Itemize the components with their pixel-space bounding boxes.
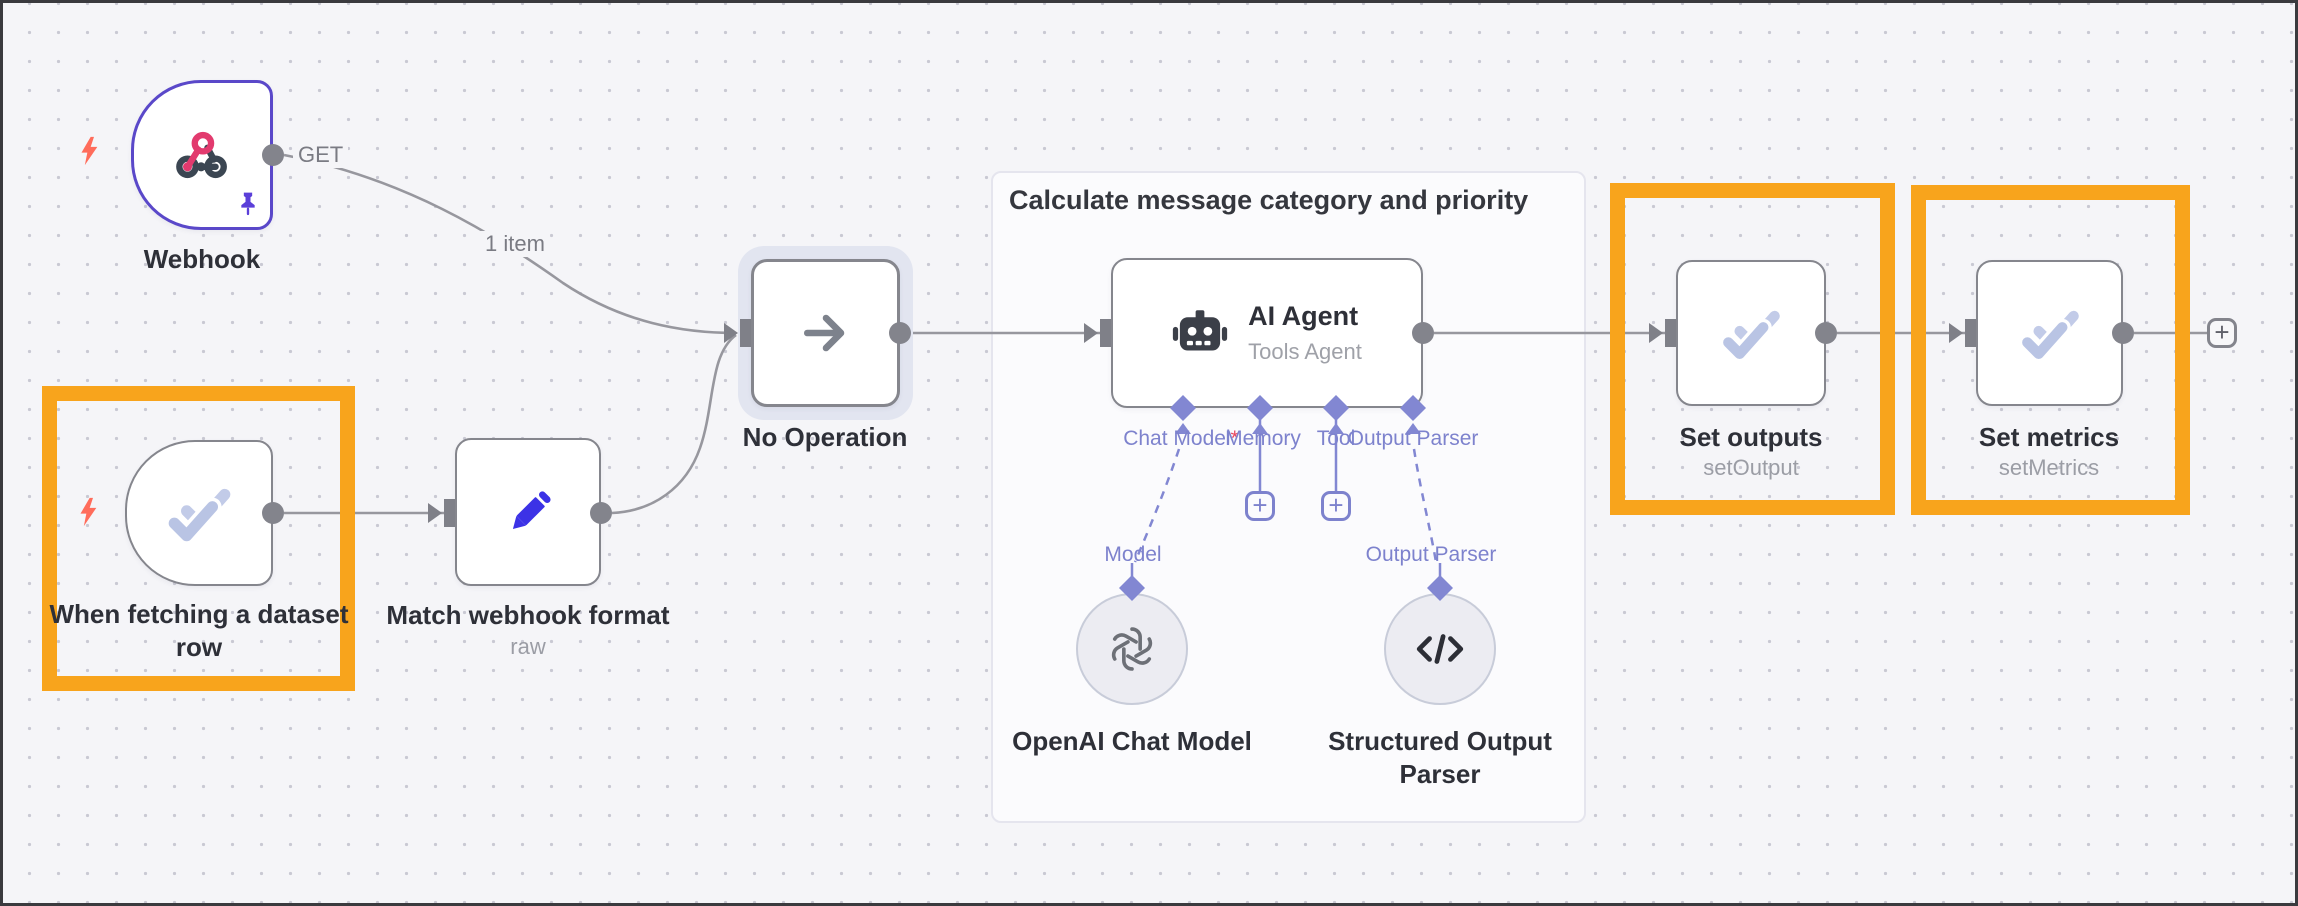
set-metrics-node-label: Set metrics [1978,422,2120,452]
group-title: Calculate message category and priority [1009,185,1529,215]
openai-logo-icon [1108,627,1156,671]
wire-webhook-to-noop[interactable] [283,153,737,335]
set-metrics-node-subtitle: setMetrics [1998,455,2100,480]
openai-node-label: OpenAI Chat Model [1012,726,1252,756]
robot-icon [1173,310,1228,351]
node-structured-output-parser[interactable] [1384,593,1496,705]
plus-icon: + [1328,490,1344,520]
port-label-chat-model: Chat Model* [1123,427,1239,450]
add-tool-button[interactable]: + [1321,491,1351,521]
wires-layer [283,153,2209,577]
wire-chatmodel-to-openai[interactable] [1133,448,1181,563]
node-openai-chat-model[interactable] [1076,593,1188,705]
parser-node-label: Structured Output Parser [1328,726,1552,789]
required-marker: * [1230,427,1239,450]
port-label-parser: Output Parser [1365,543,1497,566]
match-node-subtitle: raw [510,634,546,659]
arrow-right-icon [796,303,856,363]
dataset-node-label: When fetching a dataset row [49,599,349,662]
node-set-outputs[interactable] [1676,260,1826,406]
add-next-node-button[interactable]: + [2207,318,2237,348]
port-label-model: Model [1104,543,1162,566]
highlight-box-set-outputs [1610,183,1895,515]
highlight-box-dataset [42,386,355,691]
node-set-metrics[interactable] [1976,260,2123,406]
ai-agent-title: AI Agent [1248,301,1359,331]
node-webhook[interactable] [131,80,273,230]
plus-icon: + [1252,490,1268,520]
webhook-node-label: Webhook [143,244,261,274]
add-memory-button[interactable]: + [1245,491,1275,521]
node-ai-agent[interactable]: AI Agent Tools Agent [1111,258,1423,408]
code-brackets-icon [1415,624,1465,674]
pinned-data-pin-icon [241,192,255,216]
webhook-icon [173,126,231,184]
match-node-label: Match webhook format [386,600,670,630]
port-label-tool: Tool [1316,427,1356,450]
port-label-output-parser: Output Parser [1347,427,1479,450]
port-label-memory: Memory [1225,427,1301,450]
plus-icon: + [2214,317,2230,347]
node-dataset-trigger[interactable] [125,440,273,586]
highlight-box-set-metrics [1911,185,2190,515]
node-match-webhook-format[interactable] [455,438,601,586]
pencil-edit-icon [508,489,552,534]
noop-node-label: No Operation [742,422,908,452]
connection-items-label: 1 item [480,231,550,257]
webhook-output-method-label: GET [293,142,349,168]
node-no-operation[interactable] [751,259,900,407]
set-outputs-node-subtitle: setOutput [1703,455,1799,480]
webhook-trigger-bolt-icon [81,136,98,166]
set-outputs-node-label: Set outputs [1679,422,1823,452]
wire-match-to-noop[interactable] [611,333,737,515]
ai-agent-subtitle: Tools Agent [1248,339,1362,364]
